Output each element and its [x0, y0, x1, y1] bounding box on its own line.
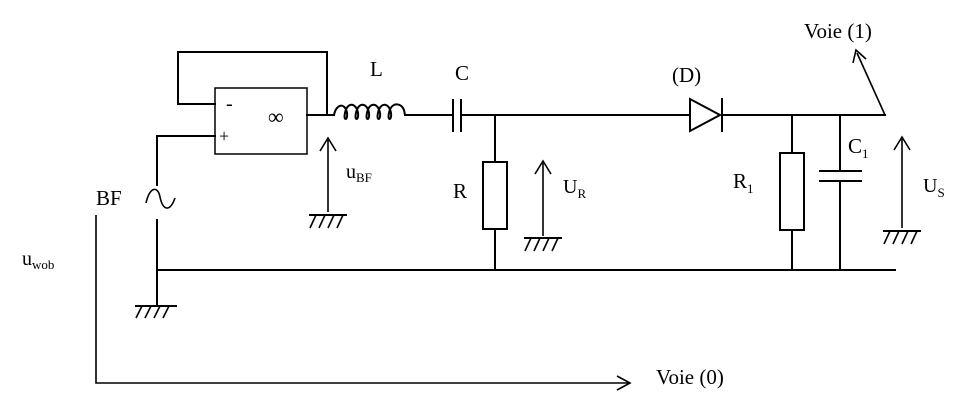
feedback-wire: [177, 51, 328, 116]
u-bf-label: uBF: [346, 161, 372, 185]
u-s-label: US: [923, 175, 945, 200]
voie1-arrow-head-icon: [852, 48, 867, 64]
u-r-label: UR: [563, 176, 586, 201]
voie0-label: Voie (0): [656, 365, 724, 389]
ground-u-bf-icon: [309, 214, 347, 229]
voie0-arrow-head-icon: [616, 375, 632, 391]
diode-icon: [689, 97, 723, 133]
inductor-label: L: [370, 57, 383, 81]
diode-label: (D): [672, 63, 701, 87]
capacitor-label: C: [455, 61, 469, 85]
resistor-r1: [779, 152, 805, 231]
u-s-arrow-head-icon: [893, 135, 911, 151]
op-amp-plus-sign: +: [219, 126, 229, 146]
capacitor1-label: C1: [848, 134, 869, 161]
ground-u-s-icon: [883, 230, 921, 245]
resistor-r1-label: R1: [733, 169, 754, 196]
ground-u-r-icon: [524, 237, 562, 252]
op-amp-minus-sign: -: [226, 93, 233, 115]
generator-wire: [156, 135, 216, 186]
voie1-probe-line: [856, 52, 886, 116]
voie0-wire: [95, 215, 628, 384]
generator-label: BF: [96, 186, 122, 210]
u-bf-arrow-head-icon: [319, 136, 337, 152]
resistor-r: [482, 161, 508, 230]
inductor-coil-icon: [332, 103, 407, 120]
ground-generator-icon: [135, 305, 177, 319]
voie1-label: Voie (1): [804, 19, 872, 43]
resistor-r-label: R: [453, 179, 467, 203]
op-amp: - + ∞: [214, 87, 308, 155]
u-wob-label: uwob: [22, 248, 54, 272]
u-r-arrow-head-icon: [534, 159, 552, 175]
op-amp-gain-infinity: ∞: [268, 104, 284, 129]
generator-sine-icon: [145, 188, 176, 209]
